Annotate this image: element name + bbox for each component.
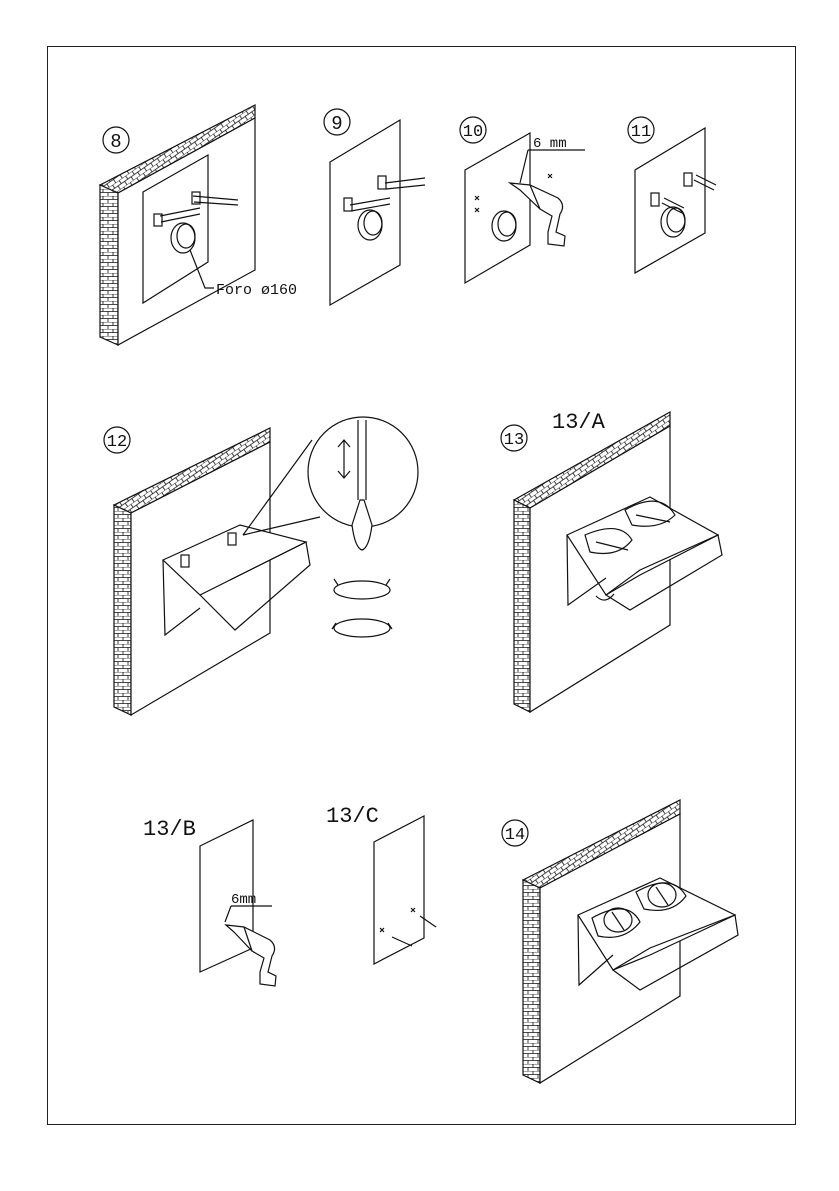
step-13: [501, 412, 722, 712]
step-10-panel: [465, 133, 530, 283]
step-11-number: 11: [631, 123, 651, 142]
step-9-number: 9: [331, 113, 342, 135]
step-13c-label: 13/C: [326, 804, 379, 829]
drill-size-step-10: 6 mm: [533, 136, 567, 152]
step-8-wall-side: [100, 185, 118, 345]
step-14: [502, 800, 738, 1083]
drill-size-step-13b: 6mm: [231, 892, 256, 908]
step-9-panel: [330, 120, 400, 305]
step-12-wall-side: [114, 505, 131, 715]
step-13c: [374, 816, 436, 964]
step-14-wall-side: [523, 880, 540, 1083]
step-12: [104, 417, 418, 715]
step-13b-label: 13/B: [143, 817, 196, 842]
step-8-number: 8: [110, 131, 121, 153]
step-10-number: 10: [463, 123, 483, 142]
step-8: [100, 105, 255, 345]
step-14-number: 14: [505, 826, 525, 845]
step-12-number: 12: [107, 433, 127, 452]
hole-note: Foro ø160: [216, 282, 297, 299]
step-13c-panel: [374, 816, 424, 964]
step-13a-label: 13/A: [552, 410, 606, 435]
step-9: [324, 109, 425, 305]
step-13-wall-side: [514, 500, 530, 712]
step-13-number: 13: [504, 431, 524, 450]
